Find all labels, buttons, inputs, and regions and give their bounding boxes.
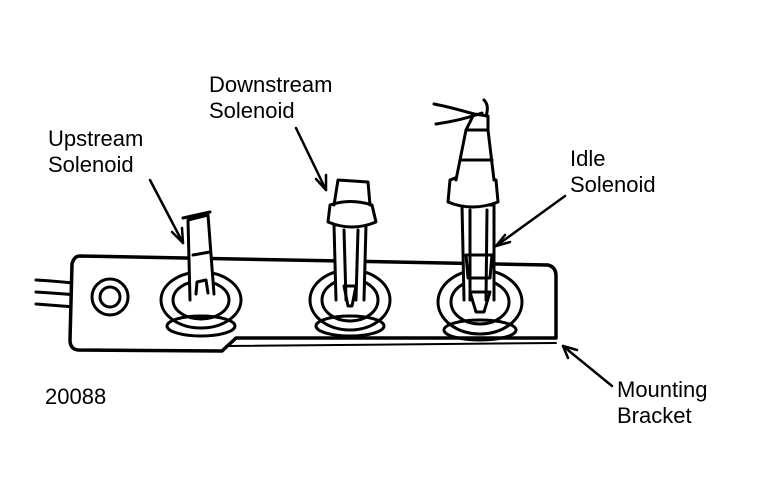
idle-label-line2: Solenoid xyxy=(570,172,656,197)
upstream-label-line2: Solenoid xyxy=(48,152,134,177)
bracket-label-line1: Mounting xyxy=(617,377,708,402)
idle-solenoid-shape xyxy=(432,98,524,342)
downstream-solenoid-label: Downstream Solenoid xyxy=(209,72,332,124)
downstream-label-line1: Downstream xyxy=(209,72,333,97)
upstream-solenoid-label: Upstream Solenoid xyxy=(48,126,143,178)
downstream-label-line2: Solenoid xyxy=(209,98,295,123)
leader-arrows xyxy=(148,126,614,388)
figure-number: 20088 xyxy=(45,384,107,409)
upstream-label-line1: Upstream xyxy=(48,126,144,151)
downstream-solenoid-shape xyxy=(308,178,392,338)
idle-label-line1: Idle xyxy=(570,146,606,171)
upstream-solenoid-shape xyxy=(159,210,243,338)
idle-solenoid-label: Idle Solenoid xyxy=(570,146,656,198)
bracket-label-line2: Bracket xyxy=(617,403,692,428)
mounting-bracket-label: Mounting Bracket xyxy=(617,377,708,429)
